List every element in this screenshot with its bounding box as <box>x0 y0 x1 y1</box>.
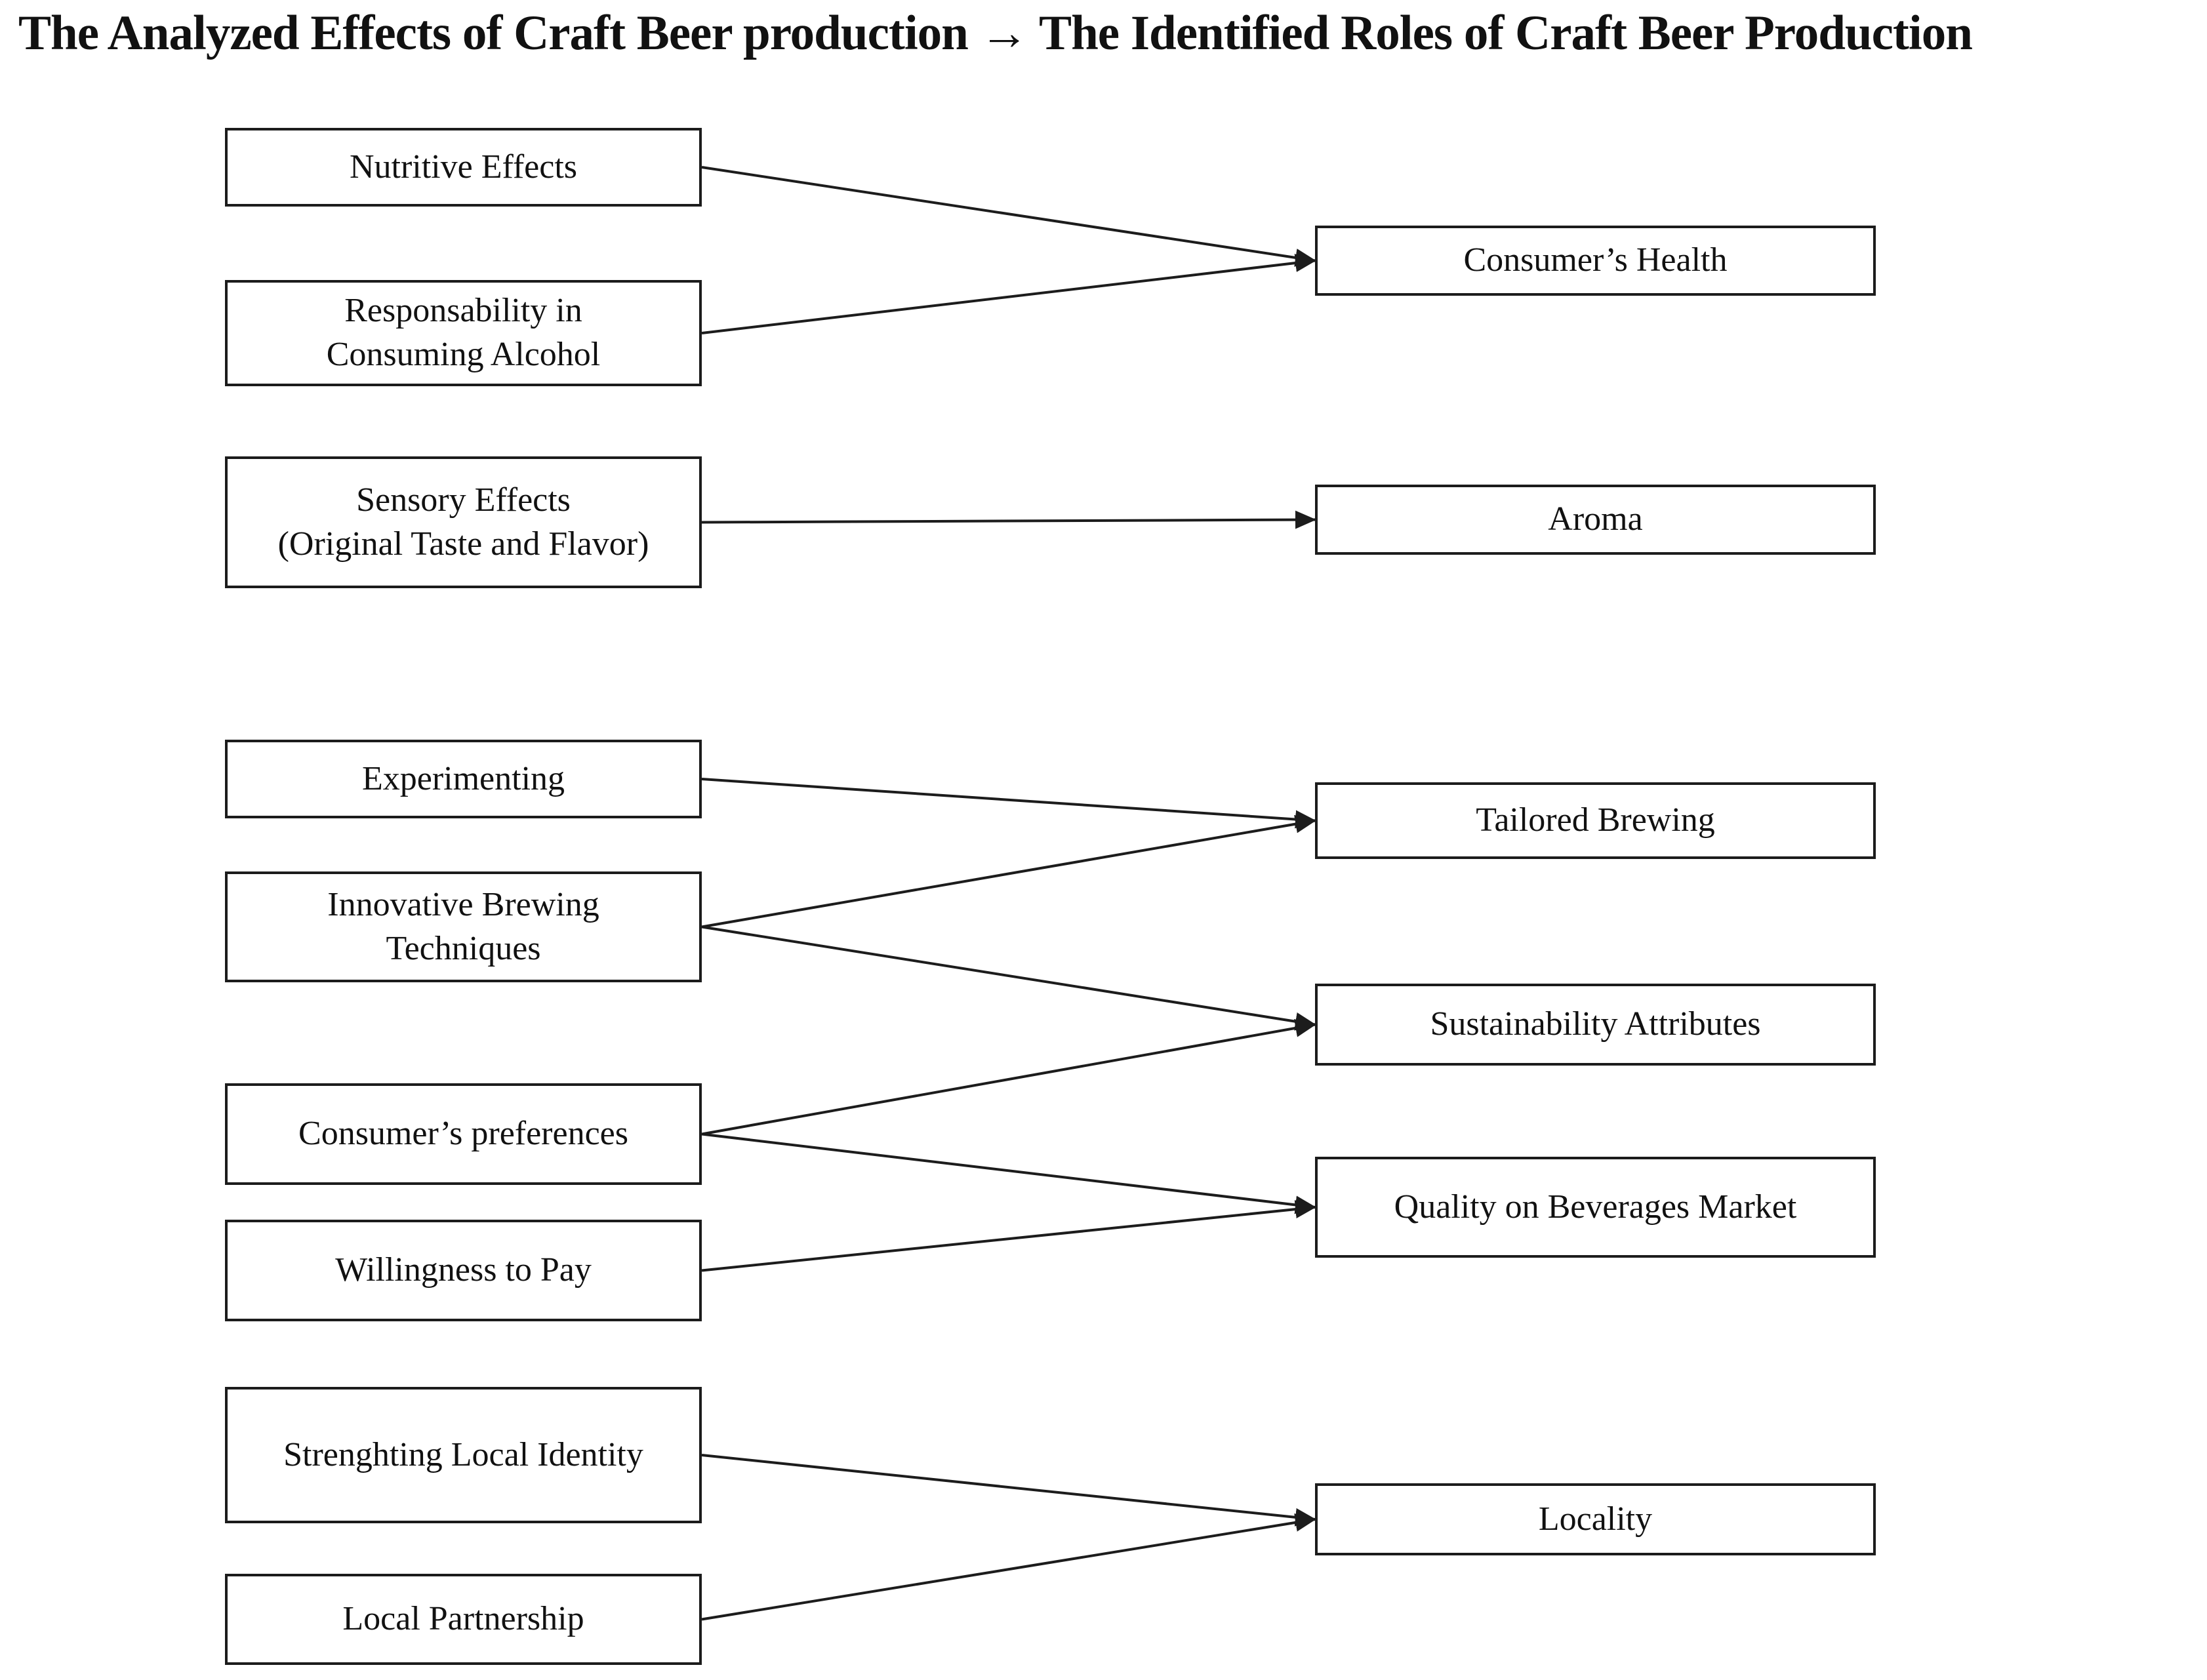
label-quality-on-beverages-market: Quality on Beverages Market <box>1394 1188 1797 1226</box>
edge-innovative-brewing-techniques-to-sustainability-attributes <box>701 925 1316 1031</box>
edge-nutritive-effects-to-consumers-health <box>701 166 1316 267</box>
box-nutritive-effects: Nutritive Effects <box>225 128 702 207</box>
box-sensory-effects: Sensory Effects (Original Taste and Flav… <box>225 456 702 588</box>
label-consumers-health: Consumer’s Health <box>1463 241 1728 279</box>
edge-sensory-effects-to-aroma <box>701 510 1316 529</box>
label-local-partnership: Local Partnership <box>342 1600 584 1638</box>
box-quality-on-beverages-market: Quality on Beverages Market <box>1315 1157 1876 1258</box>
label-sensory-effects: Sensory Effects (Original Taste and Flav… <box>277 481 649 563</box>
edge-strenghting-local-identity-to-locality <box>701 1454 1316 1527</box>
label-willingness-to-pay: Willingness to Pay <box>335 1251 592 1289</box>
label-nutritive-effects: Nutritive Effects <box>349 148 578 186</box>
label-experimenting: Experimenting <box>361 759 565 797</box>
label-consumers-preferences: Consumer’s preferences <box>298 1115 628 1153</box>
label-aroma: Aroma <box>1548 500 1643 538</box>
box-locality: Locality <box>1315 1483 1876 1555</box>
box-consumers-preferences: Consumer’s preferences <box>225 1083 702 1185</box>
box-local-partnership: Local Partnership <box>225 1574 702 1665</box>
label-innovative-brewing-techniques: Innovative Brewing Techniques <box>327 885 599 967</box>
label-sustainability-attributes: Sustainability Attributes <box>1430 1005 1761 1043</box>
edge-experimenting-to-tailored-brewing <box>701 778 1316 829</box>
box-sustainability-attributes: Sustainability Attributes <box>1315 984 1876 1066</box>
label-strenghting-local-identity: Strenghting Local Identity <box>283 1435 643 1473</box>
box-tailored-brewing: Tailored Brewing <box>1315 782 1876 859</box>
label-responsability-in-consuming-alcohol: Responsability in Consuming Alcohol <box>326 292 601 373</box>
edge-consumers-preferences-to-sustainability-attributes <box>701 1018 1316 1136</box>
box-strenghting-local-identity: Strenghting Local Identity <box>225 1387 702 1523</box>
edge-consumers-preferences-to-quality-on-beverages-market <box>701 1132 1316 1214</box>
box-willingness-to-pay: Willingness to Pay <box>225 1220 702 1321</box>
label-locality: Locality <box>1538 1500 1653 1538</box>
edge-willingness-to-pay-to-quality-on-beverages-market <box>701 1200 1316 1272</box>
edge-responsability-in-consuming-alcohol-to-consumers-health <box>701 254 1316 334</box>
box-experimenting: Experimenting <box>225 740 702 818</box>
edge-innovative-brewing-techniques-to-tailored-brewing <box>701 814 1316 929</box>
box-consumers-health: Consumer’s Health <box>1315 226 1876 296</box>
diagram-title: The Analyzed Effects of Craft Beer produ… <box>18 6 1973 60</box>
edge-local-partnership-to-locality <box>701 1513 1316 1621</box>
box-innovative-brewing-techniques: Innovative Brewing Techniques <box>225 871 702 982</box>
box-responsability-in-consuming-alcohol: Responsability in Consuming Alcohol <box>225 280 702 386</box>
box-aroma: Aroma <box>1315 485 1876 555</box>
label-tailored-brewing: Tailored Brewing <box>1476 801 1715 839</box>
